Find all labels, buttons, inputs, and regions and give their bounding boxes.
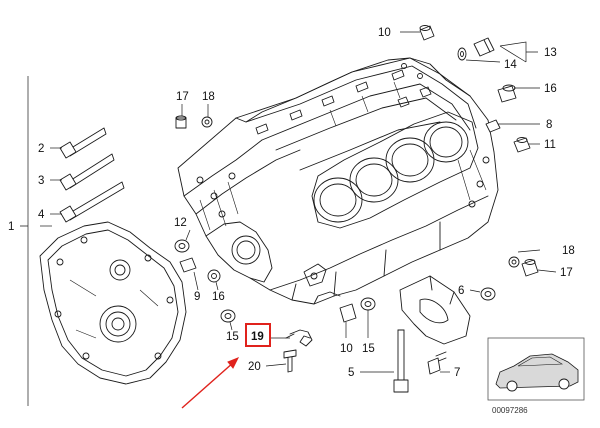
callout-7: 7 [454, 367, 460, 379]
callout-18-right: 18 [562, 245, 575, 257]
washer-18-top [201, 116, 213, 128]
sleeve-10-top [419, 25, 435, 41]
main-bolt-5 [393, 329, 409, 393]
callout-4: 4 [38, 209, 45, 221]
engine-block [177, 57, 499, 305]
plug-17-top [175, 115, 187, 129]
callout-11: 11 [544, 139, 556, 151]
callout-18-top: 18 [202, 91, 215, 103]
callout-13: 13 [544, 47, 557, 59]
long-bolt-3 [59, 153, 115, 191]
plug-15-left [220, 309, 236, 323]
callout-16-right: 16 [544, 83, 557, 95]
sleeve-10-lower [339, 303, 357, 323]
callout-9: 9 [194, 291, 200, 303]
sleeve-9 [179, 257, 197, 273]
fitting-13 [473, 37, 495, 57]
callout-3: 3 [38, 175, 44, 187]
long-bolt-4 [59, 181, 125, 223]
red-pointer-arrow [181, 357, 240, 409]
callout-14: 14 [504, 59, 517, 71]
washer-18-right [508, 256, 520, 268]
car-body-icon [495, 353, 579, 389]
spring-clip-19 [285, 329, 313, 347]
dowel-8 [485, 119, 501, 133]
callout-8: 8 [546, 119, 552, 131]
callout-1: 1 [8, 221, 14, 233]
leader-lines [20, 31, 557, 406]
washer-14 [457, 47, 467, 61]
timing-cover [39, 221, 187, 385]
highlighted-callout-19[interactable]: 19 [245, 323, 271, 347]
screw-20 [283, 349, 297, 373]
plug-15-lower [360, 297, 376, 311]
bolt-7 [427, 351, 447, 375]
reference-code: 00097286 [492, 406, 528, 415]
plug-16-right [497, 84, 517, 103]
callout-5: 5 [348, 367, 354, 379]
long-bolt-2 [59, 127, 107, 159]
callout-10-top: 10 [378, 27, 391, 39]
callout-20: 20 [248, 361, 261, 373]
callout-2: 2 [38, 143, 44, 155]
bolt-6 [480, 287, 496, 301]
plug-17-right [521, 259, 539, 277]
plug-12 [174, 239, 190, 253]
highlight-box [245, 323, 271, 347]
plug-16-left [207, 269, 221, 283]
vehicle-thumbnail: 00097286 [487, 337, 585, 415]
callout-15-left: 15 [226, 331, 239, 343]
callout-17-right: 17 [560, 267, 573, 279]
main-bearing-cap [399, 275, 471, 345]
sleeve-11 [513, 137, 531, 153]
callout-labels: 1 2 3 4 17 18 10 13 14 16 8 11 12 9 16 1… [8, 27, 575, 379]
callout-16-left: 16 [212, 291, 225, 303]
callout-12: 12 [174, 217, 187, 229]
callout-6: 6 [458, 285, 464, 297]
callout-19: 19 [251, 331, 264, 343]
callout-15-lower: 15 [362, 343, 375, 355]
callout-10-lower: 10 [340, 343, 353, 355]
callout-17-top: 17 [176, 91, 189, 103]
